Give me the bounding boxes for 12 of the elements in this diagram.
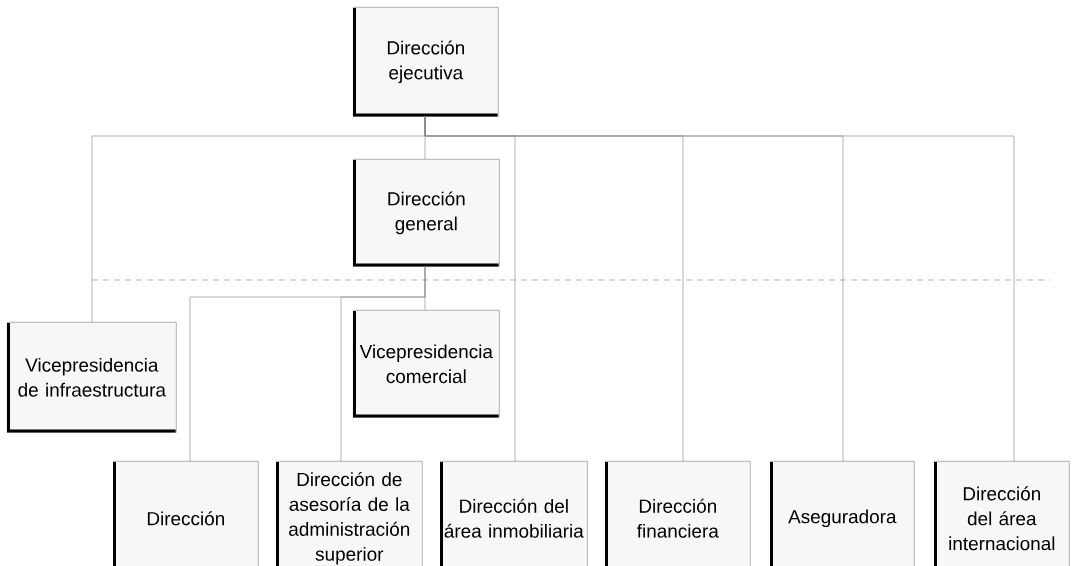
org-box: Dirección del área inmobiliaria — [440, 461, 588, 566]
org-box: Dirección — [113, 461, 259, 566]
org-box: Dirección ejecutiva — [353, 7, 499, 117]
connector-line — [424, 115, 1015, 462]
org-box: Vicepresidencia de infraestructura — [7, 322, 177, 433]
connector-line — [424, 265, 426, 311]
org-box: Aseguradora — [770, 461, 915, 566]
org-box: Vicepresidencia comercial — [353, 310, 500, 418]
org-box: Dirección de asesoría de la administración superior — [276, 461, 423, 566]
org-box: Dirección general — [353, 159, 500, 267]
org-box: Dirección financiera — [605, 461, 751, 566]
org-box: Dirección del área internacional — [934, 461, 1070, 566]
